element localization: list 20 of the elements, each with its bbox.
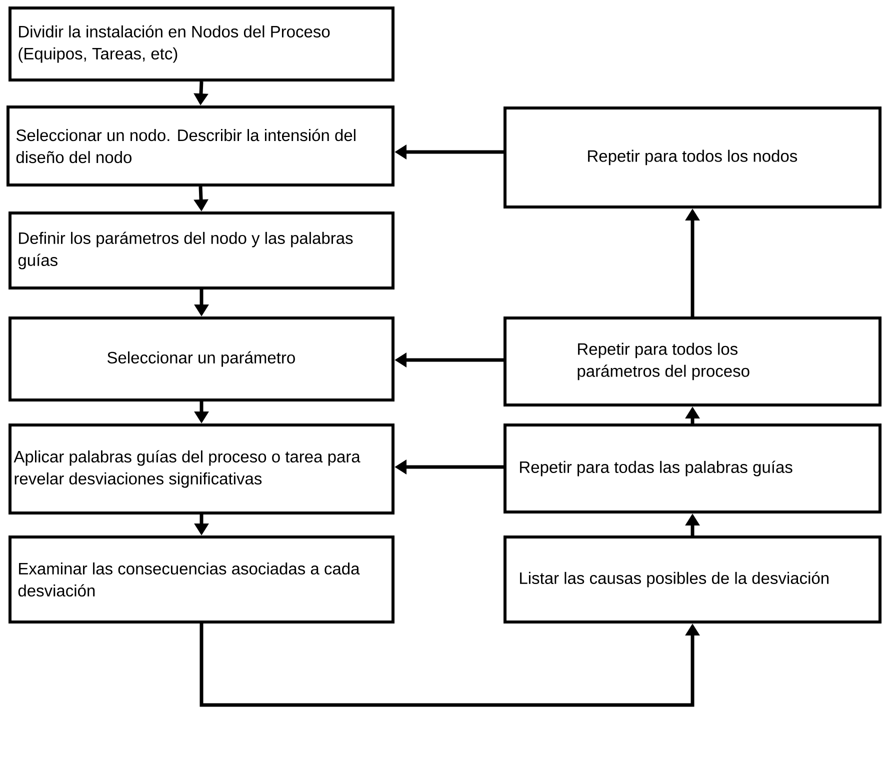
node-label: Examinar las consecuencias asociadas a cada desviación xyxy=(18,562,360,597)
node-label: Repetir para todos los parámetros del proceso xyxy=(578,342,750,380)
process-box xyxy=(8,536,394,624)
node-label: Definir los parámetros del nodo y las palabras guías xyxy=(18,232,353,270)
process-box xyxy=(504,316,882,406)
node-label: Seleccionar un nodo. Describir la intensión del diseño del nodo xyxy=(16,128,356,164)
process-box xyxy=(8,316,394,402)
process-box xyxy=(8,424,394,514)
process-box xyxy=(6,106,394,186)
process-box xyxy=(8,212,394,290)
node-label: Repetir para todos los nodos xyxy=(588,150,798,166)
node-label: Repetir para todas las palabras guías xyxy=(520,460,792,476)
process-box xyxy=(8,6,394,82)
process-box xyxy=(504,106,882,208)
node-label: Dividir la instalación en Nodos del Proceso (Equipos, Tareas, etc) xyxy=(18,25,330,63)
node-label: Listar las causas posibles de la desviación xyxy=(520,572,828,588)
process-box xyxy=(504,536,882,624)
node-label: Seleccionar un parámetro xyxy=(107,351,295,367)
node-label: Aplicar palabras guías del proceso o tarea para revelar desviaciones significativas xyxy=(14,450,360,488)
process-box xyxy=(504,424,882,514)
